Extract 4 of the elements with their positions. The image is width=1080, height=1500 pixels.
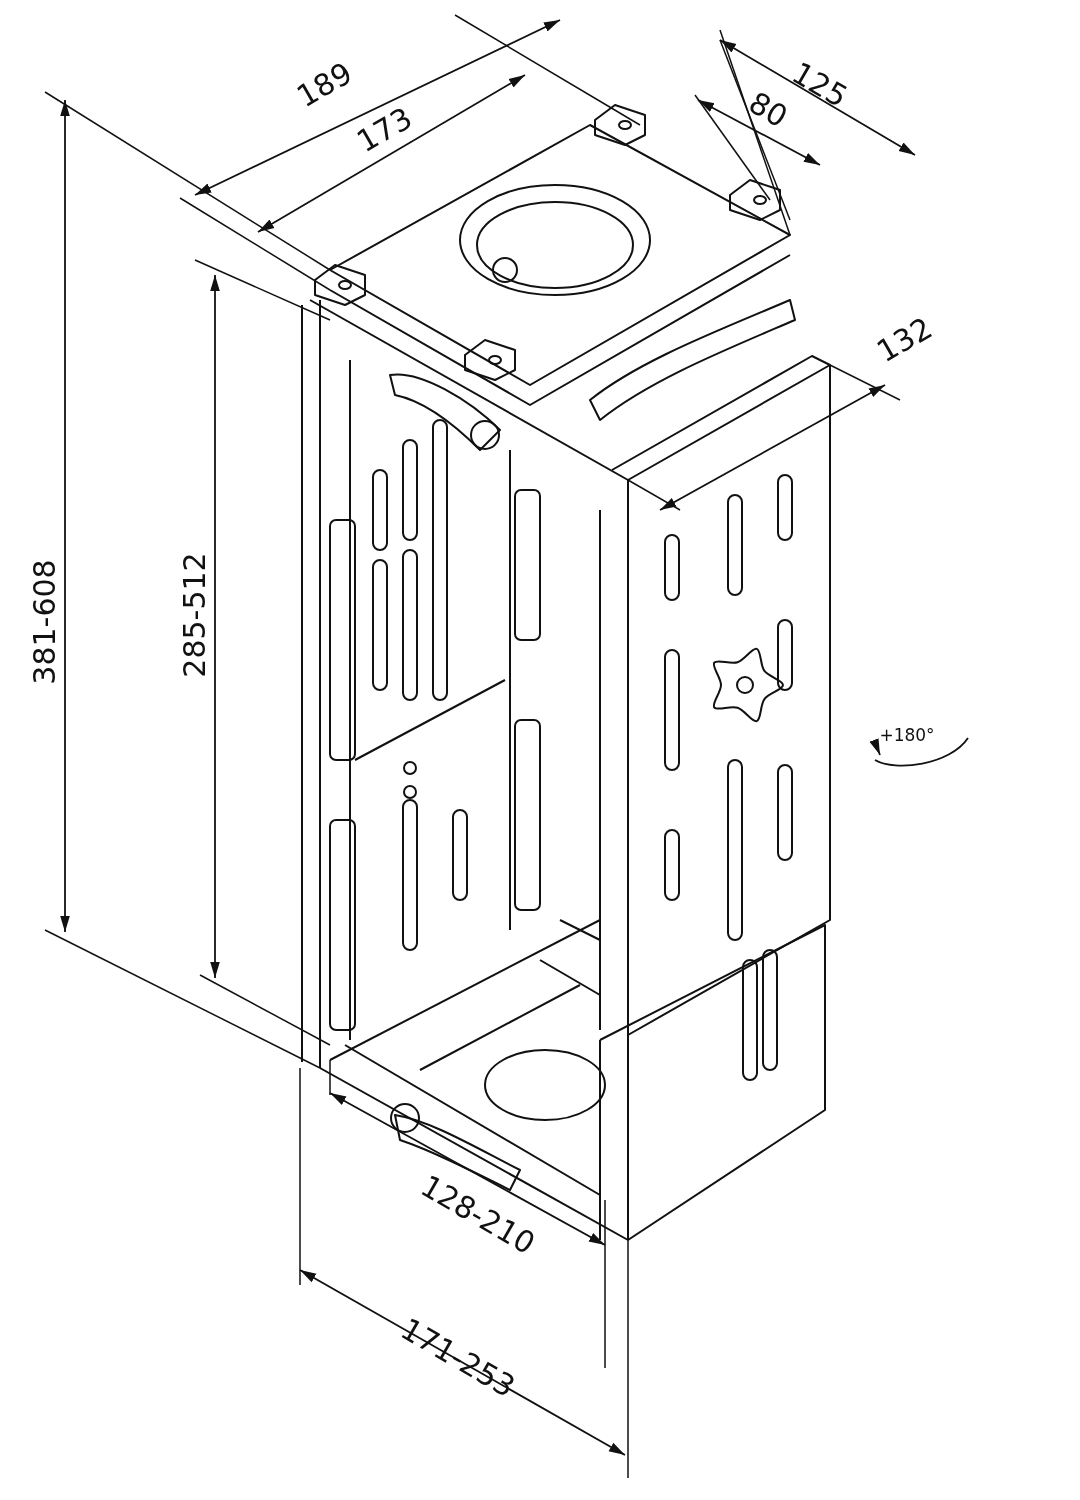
dimension-label: 132 [872,312,938,368]
rotation-label: +180° [879,726,935,744]
dimension-label: 285-512 [180,552,210,678]
dimension-label: 381-608 [30,559,60,685]
